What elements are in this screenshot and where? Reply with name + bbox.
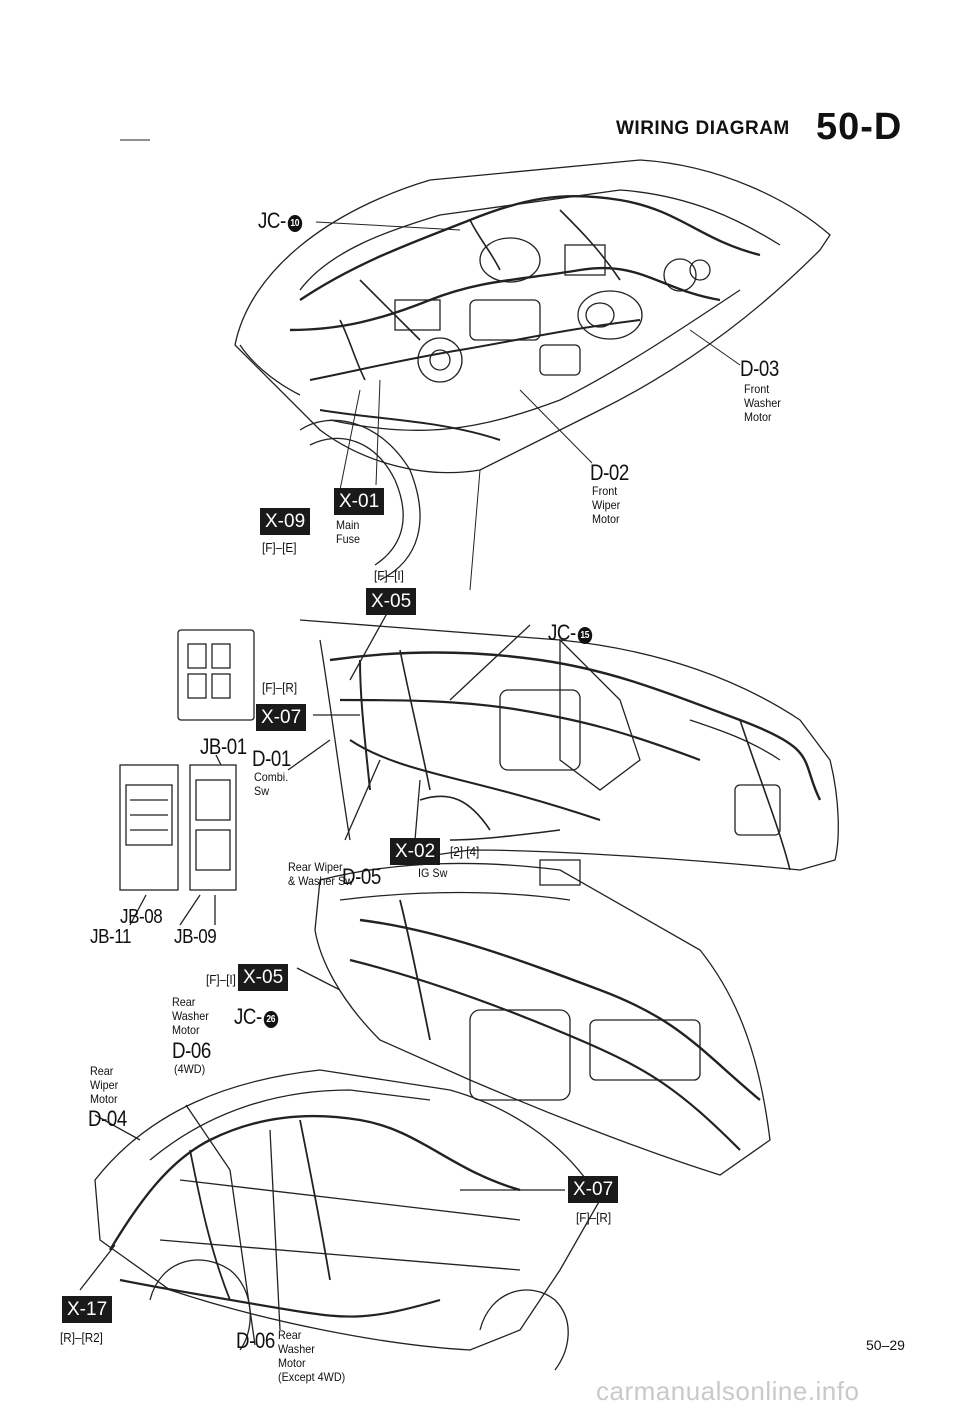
label-jb11: JB-11 (90, 926, 132, 948)
badge-x07-top: X-07 (256, 704, 307, 731)
jc10-number: 10 (287, 215, 302, 232)
jc15-number: 15 (577, 627, 592, 644)
badge-x05-mid: X-05 (238, 964, 289, 991)
label-d06-top: D-06 (172, 1038, 211, 1063)
label-d01: D-01 (252, 746, 291, 771)
header-title: WIRING DIAGRAM (616, 118, 790, 139)
jc10-text: JC- (258, 208, 286, 233)
watermark: carmanualsonline.info (596, 1376, 860, 1406)
label-x01-desc: Main Fuse (336, 518, 361, 546)
label-d03: D-03 (740, 356, 779, 381)
label-x05-top-ref: [F]–[I] (374, 568, 404, 583)
label-d01-desc: Combi. Sw (254, 770, 289, 798)
label-jb01: JB-01 (200, 734, 247, 759)
badge-x07-bot: X-07 (568, 1176, 619, 1203)
label-d02: D-02 (590, 460, 629, 485)
page-number: 50–29 (866, 1337, 905, 1353)
label-jb09: JB-09 (174, 926, 217, 948)
badge-x09: X-09 (260, 508, 311, 535)
label-jb08: JB-08 (120, 906, 163, 928)
jc15-text: JC- (548, 620, 576, 645)
label-d04: D-04 (88, 1106, 127, 1131)
label-d06-top-desc: (4WD) (174, 1062, 206, 1076)
label-rear-wiper-sw: Rear Wiper & Washer Sw (288, 860, 354, 888)
label-d06-bot-desc: Rear Washer Motor (Except 4WD) (278, 1328, 346, 1384)
badge-x01: X-01 (334, 488, 385, 515)
label-x07-bot-ref: [F]–[R] (576, 1210, 612, 1225)
label-jc10: JC-10 (258, 208, 302, 234)
label-x02-pins: [2] [4] (450, 844, 480, 859)
label-rear-washer-motor: Rear Washer Motor (172, 995, 209, 1037)
label-d06-bot: D-06 (236, 1328, 275, 1353)
label-x07-top-ref: [F]–[R] (262, 680, 298, 695)
label-x05-mid-ref: [F]–[I] (206, 972, 236, 987)
badge-x05-top: X-05 (366, 588, 417, 615)
label-d02-desc: Front Wiper Motor (592, 484, 621, 526)
label-d03-desc: Front Washer Motor (744, 382, 781, 424)
label-jc15: JC-15 (548, 620, 592, 646)
label-x02-desc: IG Sw (418, 866, 448, 880)
jc26-text: JC- (234, 1004, 262, 1029)
label-jc26: JC-26 (234, 1004, 278, 1030)
label-d05: D-05 (342, 864, 381, 889)
jc26-number: 26 (263, 1011, 278, 1028)
badge-x02: X-02 (390, 838, 441, 865)
label-rear-wiper-motor: Rear Wiper Motor (90, 1064, 119, 1106)
label-x17-ref: [R]–[R2] (60, 1330, 103, 1345)
badge-x17: X-17 (62, 1296, 113, 1323)
section-number: 50-D (816, 106, 903, 148)
label-x09-ref: [F]–[E] (262, 540, 297, 555)
